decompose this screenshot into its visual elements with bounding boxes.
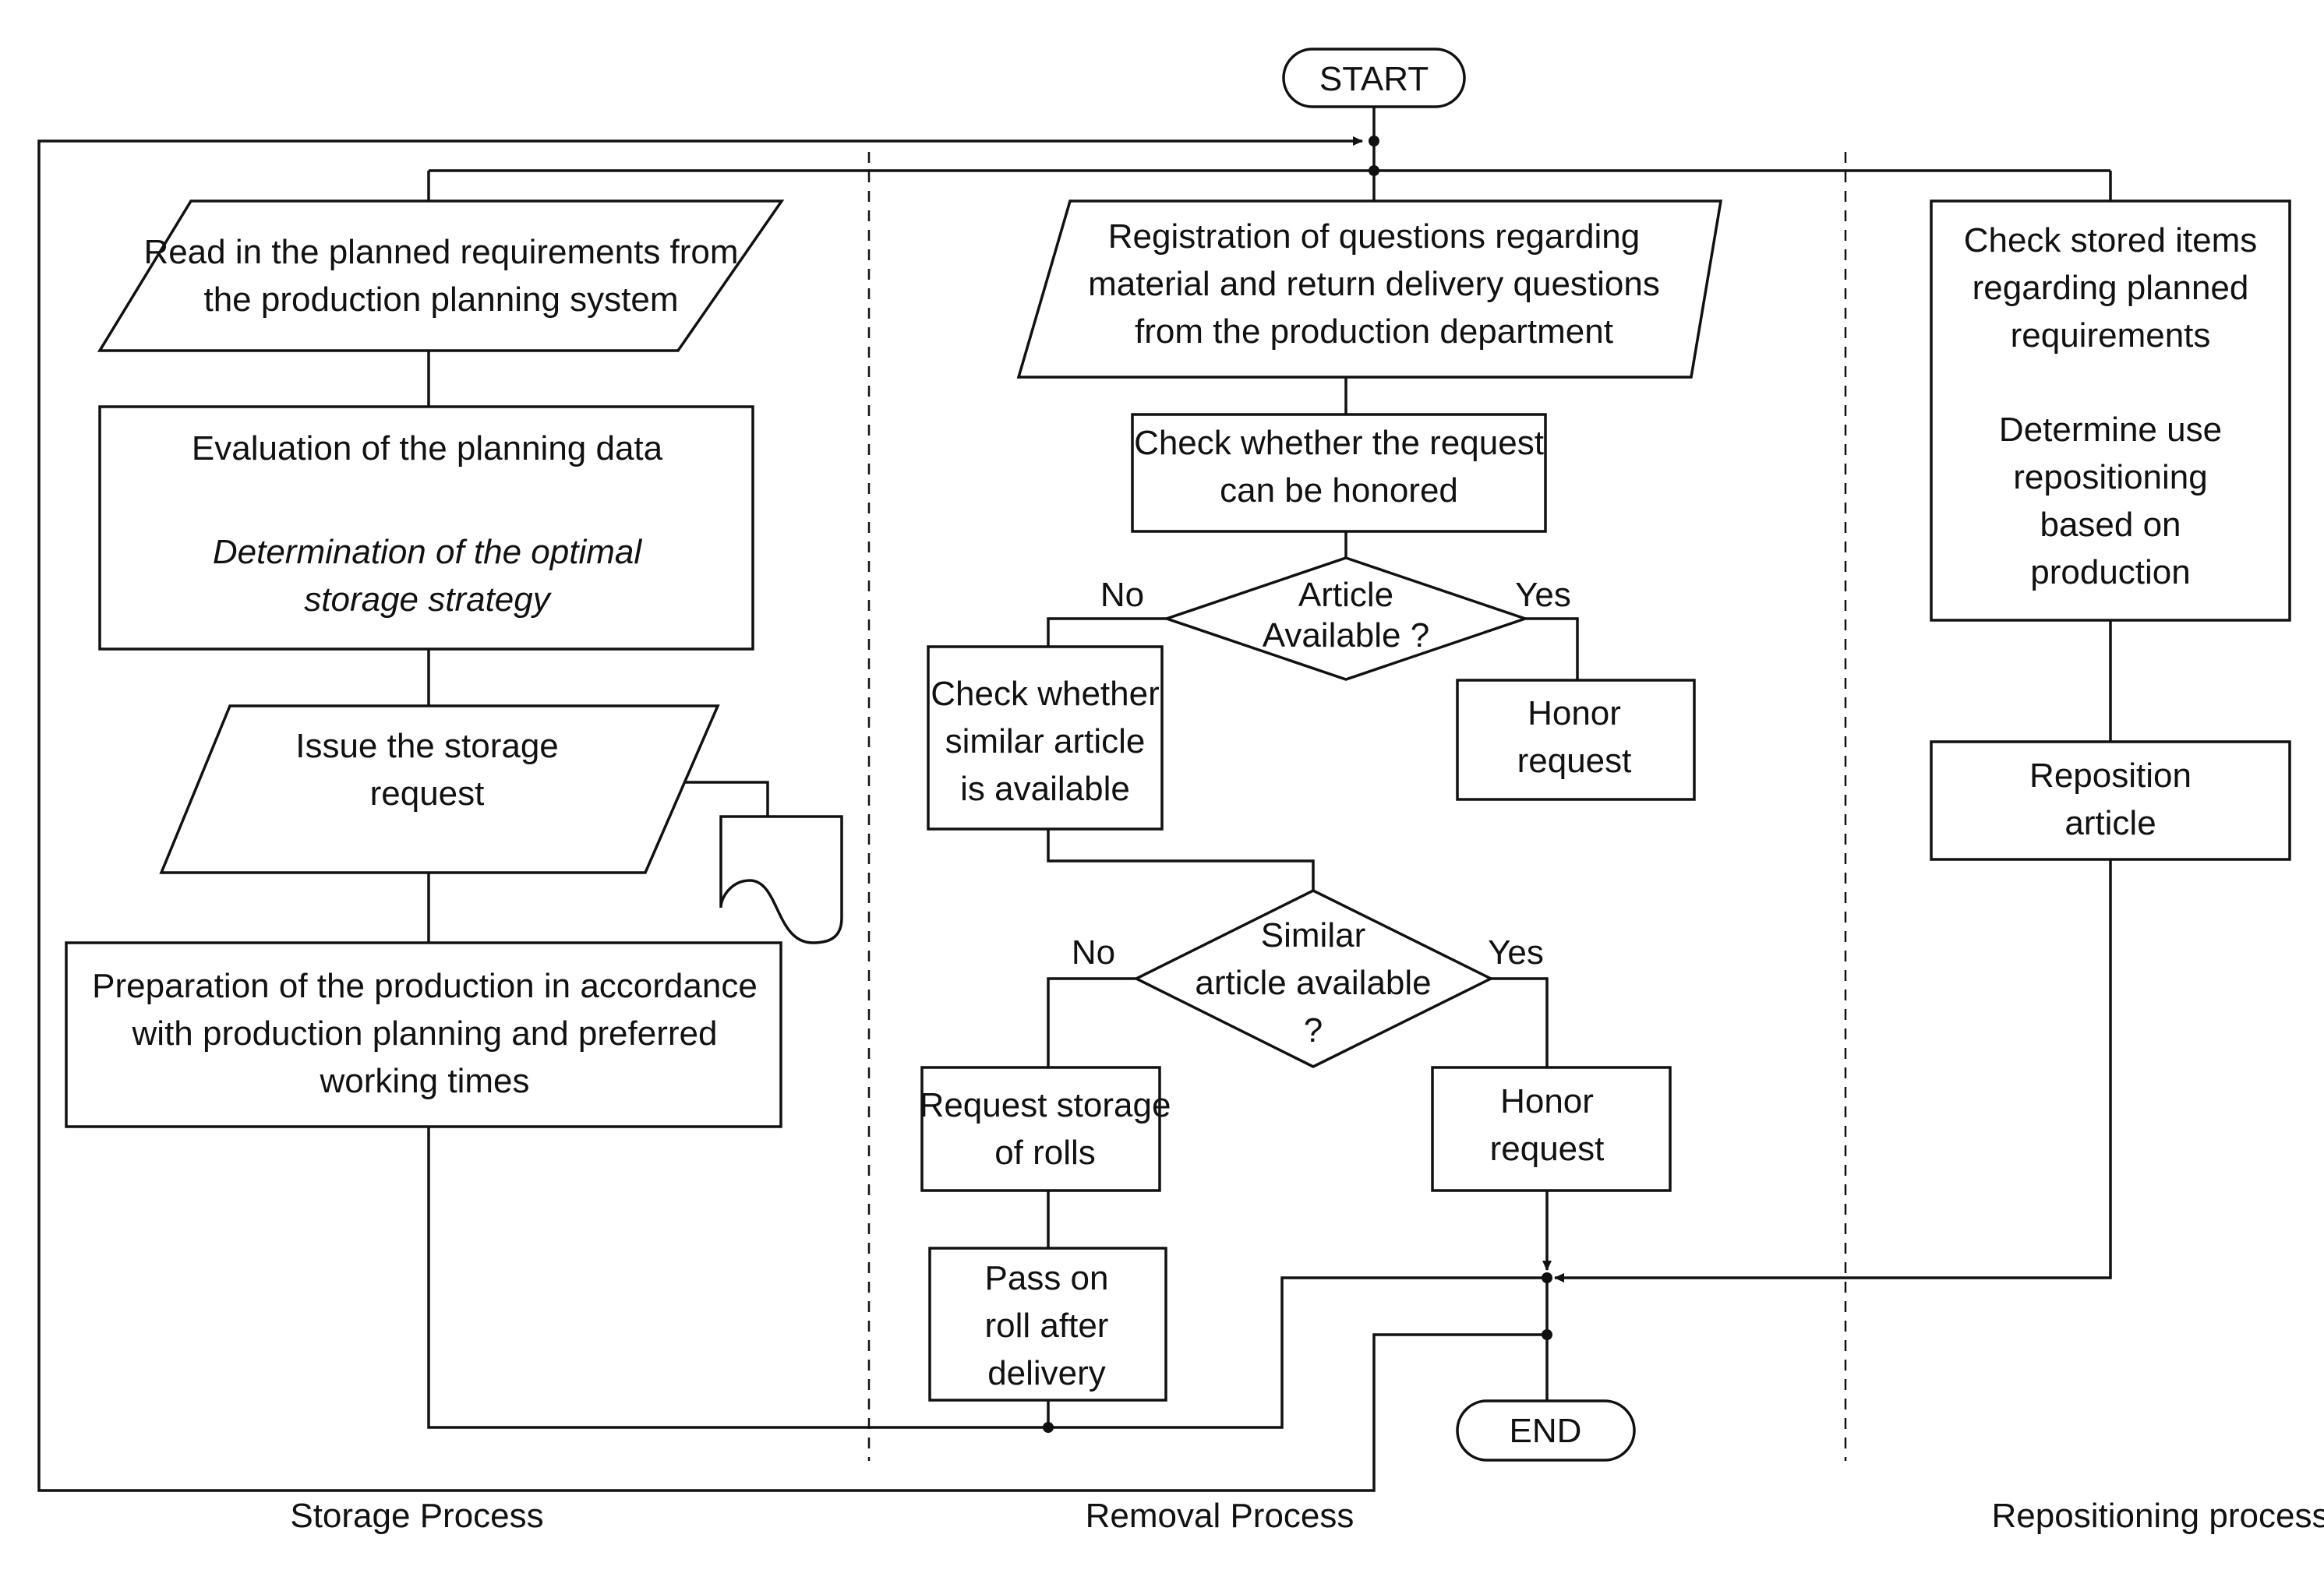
article-available-text-line: Article [1298, 576, 1393, 614]
article-available-text-line: Available ? [1263, 616, 1429, 654]
lane-title-repositioning: Repositioning process [1992, 1497, 2324, 1535]
issue-request-text-line: Issue the storage [295, 727, 559, 765]
preparation-text-line: with production planning and preferred [132, 1014, 718, 1053]
junction-bottom-3 [1043, 1422, 1054, 1433]
check-request-text-line: Check whether the request [1134, 424, 1544, 462]
registration-text-line: Registration of questions regarding [1108, 217, 1640, 256]
registration-text: Registration of questions regarding mater… [1088, 217, 1660, 351]
similar-available-text-line: Similar [1261, 916, 1365, 954]
issue-request-text-line: request [370, 774, 485, 813]
reposition-article-text-line: article [2064, 804, 2156, 842]
determine-use-text-line: Determine use [1999, 411, 2222, 449]
read-requirements-box [100, 201, 782, 351]
check-similar-text-line: Check whether [931, 675, 1159, 713]
no-label-2: No [1072, 933, 1115, 972]
preparation-text-line: working times [320, 1062, 530, 1100]
registration-text-line: material and return delivery questions [1088, 265, 1660, 303]
determination-text-line: storage strategy [304, 580, 552, 619]
junction-bottom-2 [1542, 1329, 1552, 1340]
no-label-1: No [1100, 576, 1144, 614]
preparation-text-line: Preparation of the production in accorda… [92, 967, 758, 1005]
check-stored-text-line: Check stored items [1964, 221, 2258, 259]
request-storage-text-line: Request storage [920, 1086, 1171, 1124]
reposition-article-text-line: Reposition [2029, 757, 2192, 795]
honor-request-text-2-line: Honor [1500, 1082, 1594, 1120]
check-similar-text: Check whether similar article is available [931, 675, 1159, 808]
determination-text-line: Determination of the optimal [213, 533, 643, 571]
end-label: END [1510, 1412, 1582, 1450]
pass-on-roll-text-line: delivery [987, 1354, 1106, 1392]
connector-no-2 [1048, 979, 1136, 1067]
check-stored-text-line: regarding planned [1973, 269, 2249, 307]
pass-on-roll-text-line: Pass on [985, 1259, 1109, 1297]
start-label: START [1319, 60, 1429, 98]
lane-title-storage: Storage Process [290, 1497, 543, 1535]
check-similar-text-line: similar article [945, 722, 1146, 760]
junction-top-1 [1369, 136, 1379, 146]
evaluation-text: Evaluation of the planning data [192, 429, 663, 467]
lane-title-removal: Removal Process [1086, 1497, 1354, 1535]
evaluation-text-line: Evaluation of the planning data [192, 429, 663, 467]
similar-available-text-line: article available [1195, 964, 1431, 1002]
pass-on-roll-text: Pass on roll after delivery [985, 1259, 1109, 1392]
document-icon [721, 817, 842, 943]
pass-on-roll-text-line: roll after [985, 1307, 1109, 1345]
connector-yes-1 [1525, 619, 1577, 680]
determine-use-text-line: based on [2040, 506, 2181, 544]
connector-no-1 [1048, 619, 1167, 647]
honor-request-text-1-line: request [1517, 742, 1632, 780]
check-similar-text-line: is available [960, 770, 1130, 808]
determine-use-text-line: production [2030, 553, 2190, 591]
connector-yes-2 [1491, 979, 1547, 1067]
connector-r3 [1048, 829, 1313, 891]
registration-text-line: from the production department [1135, 312, 1613, 351]
honor-request-text-1-line: Honor [1528, 694, 1621, 732]
check-stored-text-line: requirements [2011, 316, 2211, 355]
similar-available-text-line: ? [1304, 1011, 1323, 1050]
junction-top-2 [1369, 165, 1379, 176]
check-request-text-line: can be honored [1220, 471, 1458, 510]
determine-use-text-line: repositioning [2013, 458, 2208, 496]
yes-label-1: Yes [1515, 576, 1571, 614]
junction-bottom-1 [1542, 1272, 1552, 1283]
request-storage-text-line: of rolls [994, 1134, 1096, 1172]
honor-request-text-2-line: request [1490, 1130, 1605, 1168]
read-requirements-text-line: Read in the planned requirements from [143, 233, 738, 271]
read-requirements-text-line: the production planning system [203, 280, 678, 319]
yes-label-2: Yes [1488, 933, 1544, 972]
